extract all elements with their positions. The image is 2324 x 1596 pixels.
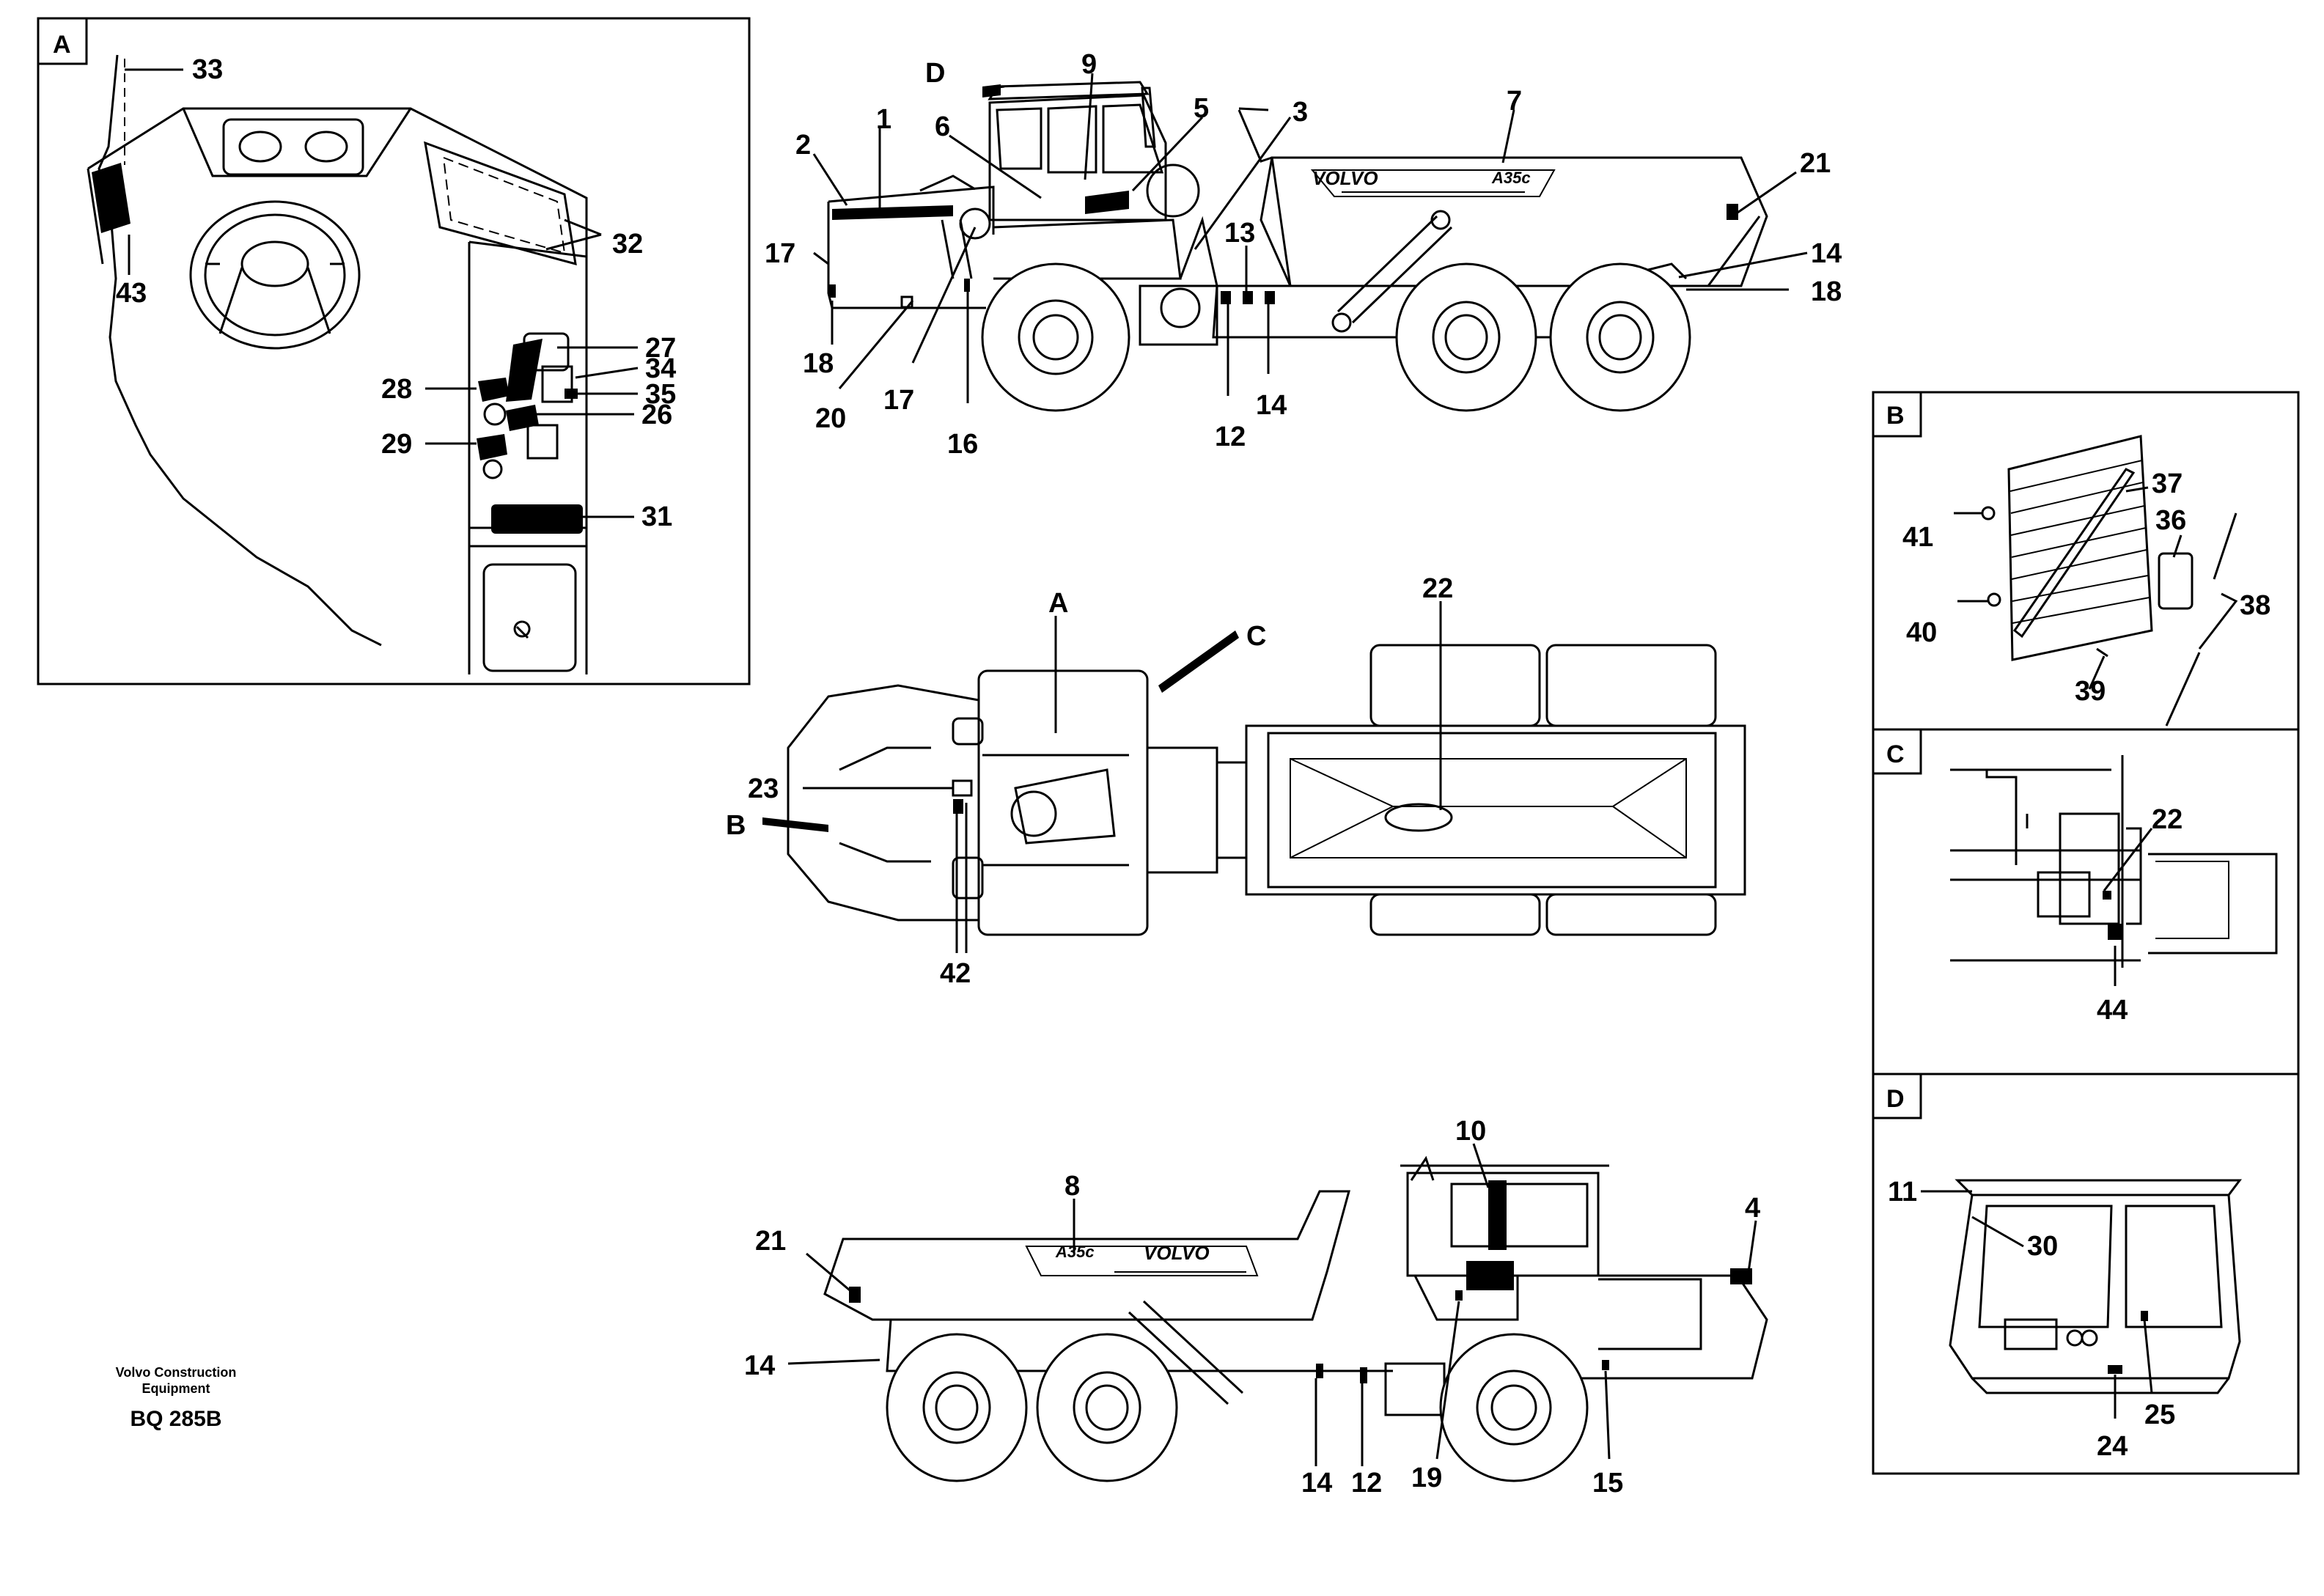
footer-line2: Equipment [142,1381,210,1396]
callout-4: 4 [1745,1193,1760,1224]
callout-23: 23 [748,773,779,804]
footer-code: BQ 285B [130,1407,221,1431]
panel-c-tag: C [1886,740,1905,768]
callout-29: 29 [381,429,412,460]
callout-34: 34 [645,353,676,384]
callout-30: 30 [2027,1231,2058,1262]
callout-19: 19 [1411,1463,1442,1493]
callout-36: 36 [2155,505,2186,536]
footer: Volvo Construction Equipment BQ 285B [116,1365,237,1431]
callout-12-bottom: 12 [1351,1468,1382,1498]
callout-38: 38 [2240,590,2270,621]
callout-24: 24 [2097,1431,2128,1462]
steering-wheel-icon [189,200,361,350]
callout-37: 37 [2152,468,2183,499]
decal-brand-bottom: VOLVO [1144,1242,1210,1264]
callout-15: 15 [1592,1468,1623,1498]
panel-c: C 22 44 [1872,728,2300,1075]
callout-10: 10 [1455,1116,1486,1147]
callout-12-top: 12 [1215,422,1246,452]
callout-27: 27 [645,333,676,364]
callout-22-mid: 22 [1422,573,1453,604]
decal-brand-top: VOLVO [1312,167,1378,189]
panel-a: A [37,17,751,685]
callout-18-right: 18 [1811,276,1842,307]
callout-25: 25 [2144,1400,2175,1430]
callout-17-lower: 17 [883,385,914,416]
callout-22-panel-c: 22 [2152,804,2183,835]
callout-view-b: B [726,810,746,841]
callout-40: 40 [1906,617,1937,648]
callout-17-left: 17 [765,238,795,269]
callout-1: 1 [876,104,891,135]
truck-right-side-view: A35c VOLVO [744,1116,1768,1498]
callout-view-d: D [925,58,945,89]
callout-42: 42 [940,958,971,989]
callout-44: 44 [2097,995,2128,1026]
callout-14-top-mid: 14 [1256,390,1287,421]
callout-33: 33 [192,54,223,85]
truck-top-view: A C 22 23 B 42 [726,573,1746,989]
callout-view-a: A [1048,588,1068,619]
callout-2: 2 [795,130,811,161]
callout-31: 31 [641,501,672,532]
panel-b-tag: B [1886,402,1905,430]
callout-18-left: 18 [803,348,834,379]
callout-13: 13 [1224,218,1255,249]
footer-company: Volvo Construction [116,1365,237,1380]
callout-21-bottom: 21 [755,1226,786,1257]
decal-model-top: A35c [1491,169,1531,187]
callout-view-c: C [1246,621,1266,652]
callout-16: 16 [947,429,978,460]
callout-11: 11 [1888,1177,1917,1207]
callout-9: 9 [1081,49,1097,80]
callout-8: 8 [1064,1171,1080,1202]
callout-7: 7 [1507,86,1522,117]
callout-41: 41 [1902,522,1933,553]
panel-a-tag: A [53,31,71,59]
truck-left-side-view: VOLVO A35c [765,49,1842,460]
callout-28: 28 [381,374,412,405]
callout-20: 20 [815,403,846,434]
callout-43: 43 [116,278,147,309]
callout-3: 3 [1292,97,1308,128]
callout-35: 35 [645,379,676,410]
callout-21-top: 21 [1800,148,1831,179]
callout-5: 5 [1194,93,1209,124]
callout-14-bottom-left: 14 [744,1350,775,1381]
callout-14-top-right: 14 [1811,238,1842,269]
panel-b: B 41 40 39 37 36 38 [1872,391,2300,731]
callout-14-bottom: 14 [1301,1468,1332,1498]
callout-6: 6 [935,111,950,142]
panel-d: D 11 30 25 24 [1872,1073,2300,1475]
panel-d-tag: D [1886,1085,1905,1113]
callout-32: 32 [612,229,643,260]
callout-39: 39 [2075,676,2106,707]
callout-26: 26 [641,400,672,430]
